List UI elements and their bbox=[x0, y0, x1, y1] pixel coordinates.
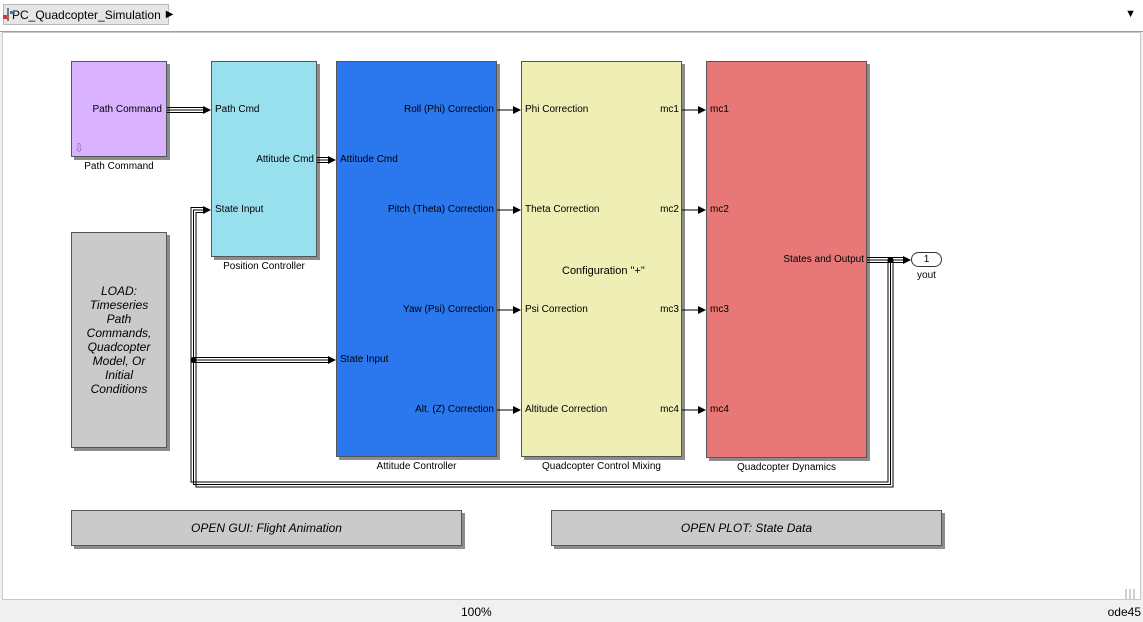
attitude-controller-block[interactable] bbox=[336, 61, 497, 457]
mixing-in-phi: Phi Correction bbox=[525, 104, 589, 115]
outport-block[interactable]: 1 bbox=[911, 252, 942, 267]
mixing-out-mc3: mc3 bbox=[660, 304, 679, 315]
attitude-controller-in-attitude: Attitude Cmd bbox=[340, 154, 398, 165]
position-controller-caption: Position Controller bbox=[223, 261, 305, 272]
model-icon bbox=[3, 8, 15, 21]
dynamics-in-mc4: mc4 bbox=[710, 404, 729, 415]
attitude-controller-in-state: State Input bbox=[340, 354, 389, 365]
path-command-caption: Path Command bbox=[84, 161, 154, 172]
path-command-block[interactable] bbox=[71, 61, 167, 157]
breadcrumb-label[interactable]: PC_Quadcopter_Simulation bbox=[12, 7, 161, 22]
position-controller-in-state: State Input bbox=[215, 204, 264, 215]
dynamics-in-mc3: mc3 bbox=[710, 304, 729, 315]
dynamics-in-mc2: mc2 bbox=[710, 204, 729, 215]
dynamics-caption: Quadcopter Dynamics bbox=[737, 462, 836, 473]
open-gui-label: OPEN GUI: Flight Animation bbox=[191, 521, 342, 535]
chevron-down-icon[interactable]: ▼ bbox=[1125, 8, 1136, 20]
attitude-controller-out-yaw: Yaw (Psi) Correction bbox=[403, 304, 494, 315]
load-block[interactable] bbox=[71, 232, 167, 448]
dynamics-out-states: States and Output bbox=[783, 254, 864, 265]
load-line: Conditions bbox=[90, 382, 148, 396]
resize-grip-icon[interactable] bbox=[1125, 589, 1137, 599]
mixing-out-mc1: mc1 bbox=[660, 104, 679, 115]
attitude-controller-out-alt: Alt. (Z) Correction bbox=[415, 404, 494, 415]
load-line: Commands, bbox=[86, 326, 152, 340]
breadcrumb[interactable]: PC_Quadcopter_Simulation ▶ bbox=[3, 4, 173, 25]
mixing-out-mc4: mc4 bbox=[660, 404, 679, 415]
load-line: Quadcopter bbox=[87, 340, 151, 354]
path-command-out-port: Path Command bbox=[92, 104, 162, 115]
load-line: LOAD: bbox=[100, 284, 137, 298]
load-description: LOAD: Timeseries Path Commands, Quadcopt… bbox=[72, 284, 166, 396]
mixing-out-mc2: mc2 bbox=[660, 204, 679, 215]
position-controller-out-attitude: Attitude Cmd bbox=[256, 154, 314, 165]
control-mixing-block[interactable] bbox=[521, 61, 682, 457]
solver-name[interactable]: ode45 bbox=[1107, 605, 1141, 619]
down-arrow-icon: ⇩ bbox=[74, 141, 85, 155]
load-line: Timeseries bbox=[89, 298, 149, 312]
open-gui-button[interactable]: OPEN GUI: Flight Animation bbox=[71, 510, 462, 546]
position-controller-in-path-cmd: Path Cmd bbox=[215, 104, 260, 115]
control-mixing-caption: Quadcopter Control Mixing bbox=[542, 461, 661, 472]
attitude-controller-out-roll: Roll (Phi) Correction bbox=[403, 104, 494, 115]
load-line: Path bbox=[106, 312, 132, 326]
attitude-controller-caption: Attitude Controller bbox=[376, 461, 457, 472]
outport-number: 1 bbox=[923, 254, 930, 265]
dynamics-in-mc1: mc1 bbox=[710, 104, 729, 115]
toolbar: PC_Quadcopter_Simulation ▶ ▼ bbox=[0, 0, 1143, 32]
load-line: Model, Or bbox=[92, 354, 146, 368]
attitude-controller-out-pitch: Pitch (Theta) Correction bbox=[387, 204, 494, 215]
outport-caption: yout bbox=[917, 270, 936, 281]
position-controller-block[interactable] bbox=[211, 61, 317, 257]
zoom-level[interactable]: 100% bbox=[461, 605, 492, 619]
status-bar: 100% ode45 bbox=[0, 589, 1143, 622]
open-plot-button[interactable]: OPEN PLOT: State Data bbox=[551, 510, 942, 546]
mixing-in-theta: Theta Correction bbox=[525, 204, 600, 215]
mixing-in-psi: Psi Correction bbox=[525, 304, 588, 315]
breadcrumb-expand-icon[interactable]: ▶ bbox=[165, 9, 174, 20]
load-line: Initial bbox=[104, 368, 133, 382]
mixing-configuration-label: Configuration "+" bbox=[562, 265, 645, 277]
mixing-in-altitude: Altitude Correction bbox=[525, 404, 608, 415]
open-plot-label: OPEN PLOT: State Data bbox=[680, 521, 813, 535]
